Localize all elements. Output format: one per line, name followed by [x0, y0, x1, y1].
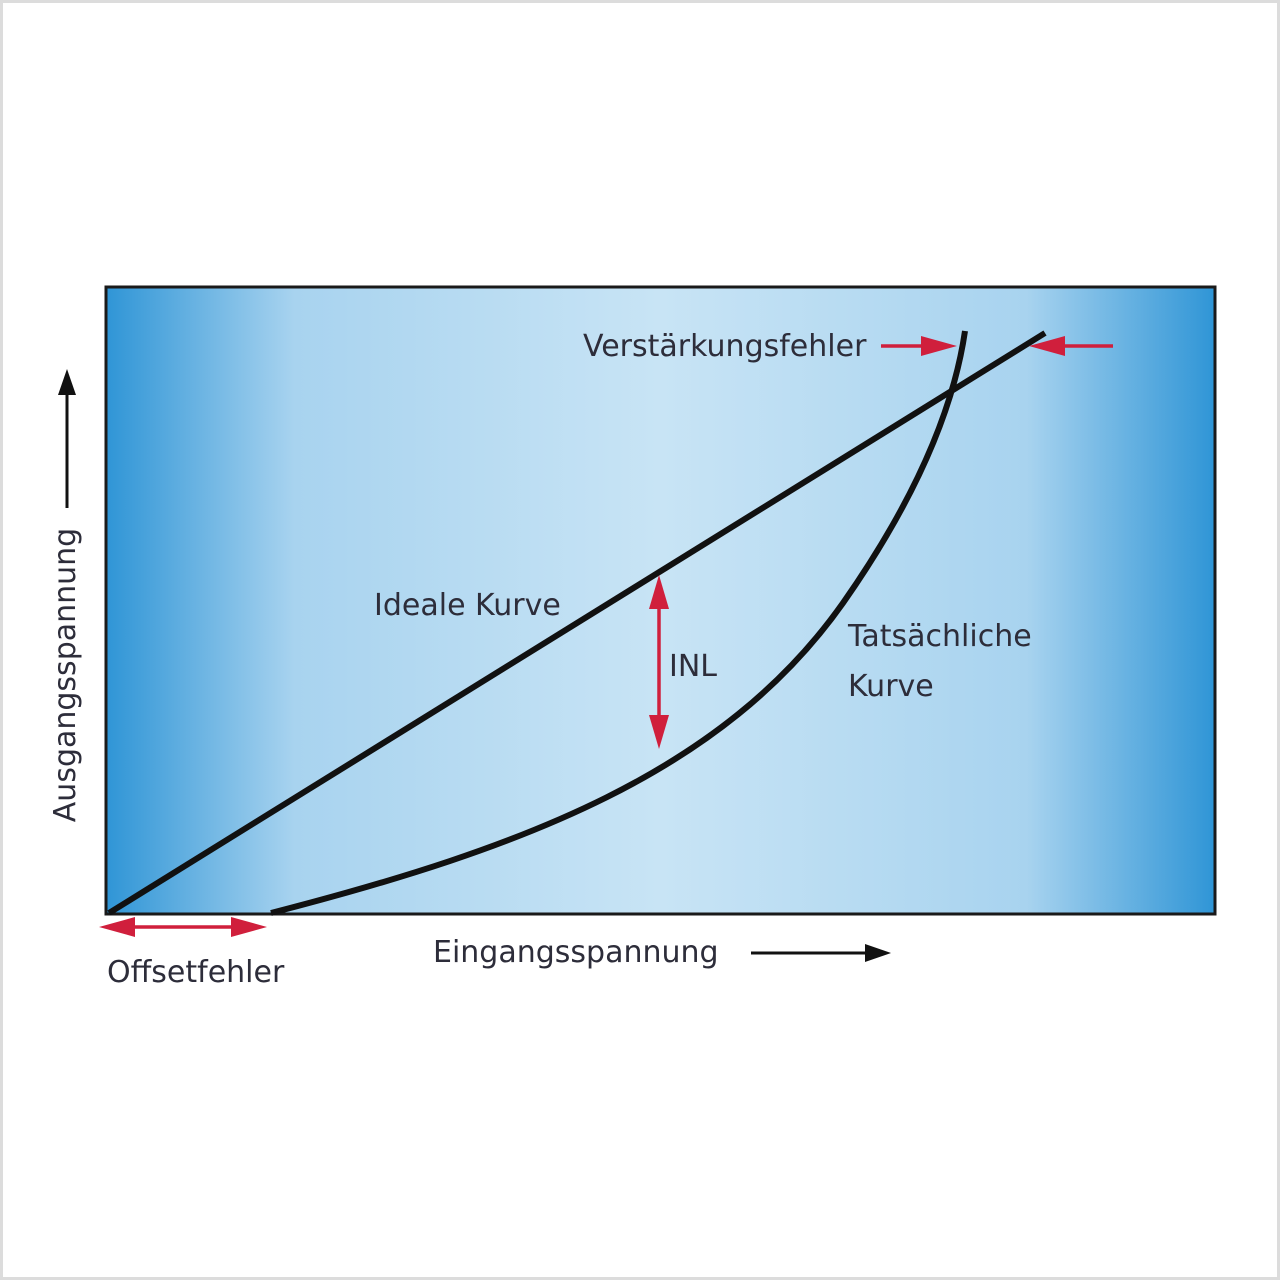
x-axis-arrow [751, 944, 891, 962]
inl-arrow [649, 575, 669, 749]
y-axis-arrow [58, 369, 76, 508]
gain-error-label: Verstärkungsfehler [583, 329, 867, 364]
inl-label: INL [669, 649, 717, 684]
ideal-curve [107, 330, 1047, 916]
actual-curve-label-line2: Kurve [848, 669, 934, 704]
actual-curve-label-line1: Tatsächliche [847, 619, 1032, 654]
x-axis-label: Eingangsspannung [433, 935, 719, 970]
offset-error-arrow [99, 917, 267, 937]
offset-error-label: Offsetfehler [107, 955, 285, 990]
gain-error-arrow-right [1029, 336, 1113, 356]
y-axis-label: Ausgangsspannung [48, 528, 83, 822]
ideal-curve-label: Ideale Kurve [374, 588, 561, 623]
gain-error-arrow-left [881, 336, 957, 356]
actual-curve [270, 330, 968, 916]
adc-error-diagram: Verstärkungsfehler Ideale Kurve INL Tats… [48, 285, 1217, 990]
